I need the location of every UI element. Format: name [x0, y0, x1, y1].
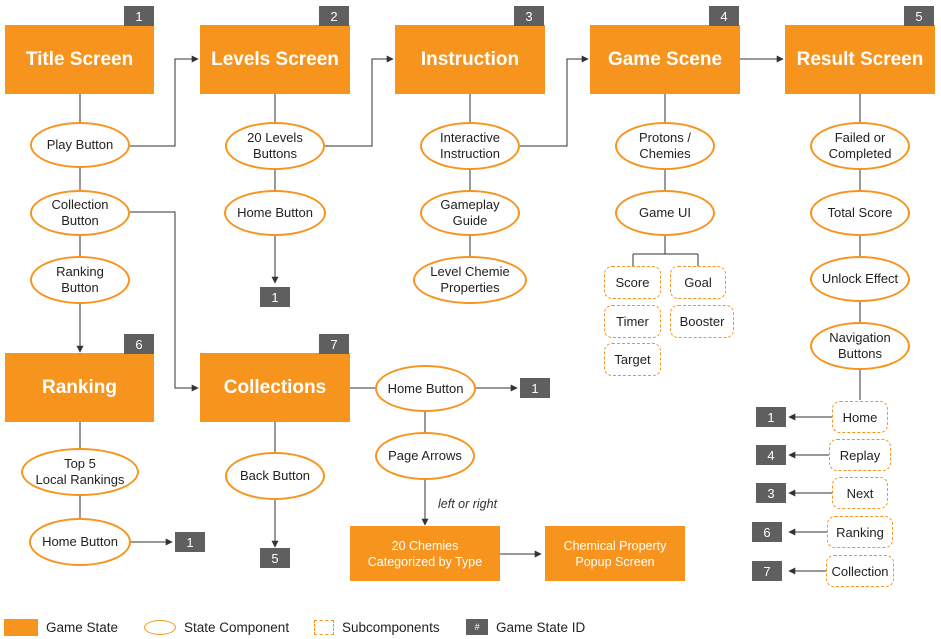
- state-id-badge: 2: [319, 6, 349, 26]
- legend-game-state: Game State: [4, 618, 118, 636]
- ref-state-id-badge: 5: [260, 548, 290, 568]
- legend-label: Subcomponents: [342, 619, 440, 635]
- ref-state-id-badge: 7: [752, 561, 782, 581]
- state-label: Title Screen: [25, 48, 134, 70]
- component-navigation-buttons: Navigation Buttons: [810, 322, 910, 370]
- component-total-score: Total Score: [810, 190, 910, 236]
- legend-swatch-game-state: [4, 618, 38, 636]
- state-label: Chemical Property Popup Screen: [563, 538, 667, 569]
- state-id-badge: 6: [124, 334, 154, 354]
- legend-subcomponents: Subcomponents: [314, 618, 440, 636]
- component-level-chemie-properties: Level Chemie Properties: [413, 256, 527, 304]
- state-title-screen: Title Screen: [5, 25, 154, 94]
- sub-nav-next: Next: [832, 477, 888, 509]
- ref-state-id-badge: 1: [756, 407, 786, 427]
- ref-state-id-badge: 1: [260, 287, 290, 307]
- component-home-button: Home Button: [224, 190, 326, 236]
- state-levels-screen: Levels Screen: [200, 25, 350, 94]
- component-unlock-effect: Unlock Effect: [810, 256, 910, 302]
- state-id-badge: 3: [514, 6, 544, 26]
- state-label: Result Screen: [796, 48, 924, 70]
- sub-score: Score: [604, 266, 661, 299]
- state-label: Collections: [223, 376, 327, 398]
- state-ranking: Ranking: [5, 353, 154, 422]
- state-20-chemies: 20 Chemies Categorized by Type: [350, 526, 500, 581]
- component-back-button: Back Button: [225, 452, 325, 500]
- legend-label: Game State ID: [496, 619, 586, 635]
- sub-nav-collection: Collection: [826, 555, 894, 587]
- component-play-button: Play Button: [30, 122, 130, 168]
- component-interactive-instruction: Interactive Instruction: [420, 122, 520, 170]
- ref-state-id-badge: 6: [752, 522, 782, 542]
- sub-goal: Goal: [670, 266, 726, 299]
- state-label: Ranking: [42, 376, 117, 398]
- sub-nav-replay: Replay: [829, 439, 891, 471]
- state-game-scene: Game Scene: [590, 25, 740, 94]
- component-failed-or-completed: Failed or Completed: [810, 122, 910, 170]
- sub-nav-ranking: Ranking: [827, 516, 893, 548]
- state-id-badge: 7: [319, 334, 349, 354]
- ref-state-id-badge: 4: [756, 445, 786, 465]
- state-id-badge: 5: [904, 6, 934, 26]
- ref-state-id-badge: 1: [175, 532, 205, 552]
- sub-booster: Booster: [670, 305, 734, 338]
- ref-state-id-badge: 3: [756, 483, 786, 503]
- ref-state-id-badge: 1: [520, 378, 550, 398]
- state-result-screen: Result Screen: [785, 25, 935, 94]
- component-gameplay-guide: Gameplay Guide: [420, 190, 520, 236]
- component-protons-chemies: Protons / Chemies: [615, 122, 715, 170]
- component-collection-button: Collection Button: [30, 190, 130, 236]
- state-collections: Collections: [200, 353, 350, 422]
- component-20-levels-buttons: 20 Levels Buttons: [225, 122, 325, 170]
- component-home-button: Home Button: [375, 365, 476, 412]
- edge-label: left or right: [438, 497, 498, 511]
- legend-label: Game State: [46, 619, 119, 635]
- state-chemical-property-popup: Chemical Property Popup Screen: [545, 526, 685, 581]
- sub-nav-home: Home: [832, 401, 888, 433]
- legend-swatch-game-state-id: #: [466, 619, 488, 635]
- component-game-ui: Game UI: [615, 190, 715, 236]
- legend-swatch-state-component: [144, 619, 176, 635]
- legend-game-state-id: # Game State ID: [466, 618, 585, 636]
- legend-label: State Component: [184, 619, 290, 635]
- state-label: Game Scene: [607, 48, 723, 70]
- state-id-badge: 4: [709, 6, 739, 26]
- sub-timer: Timer: [604, 305, 661, 338]
- state-label: Instruction: [420, 48, 520, 70]
- sub-target: Target: [604, 343, 661, 376]
- component-ranking-button: Ranking Button: [30, 256, 130, 304]
- state-label: Levels Screen: [211, 48, 339, 70]
- component-page-arrows: Page Arrows: [375, 432, 475, 480]
- state-label: 20 Chemies Categorized by Type: [367, 538, 483, 569]
- legend-state-component: State Component: [144, 618, 289, 636]
- state-id-badge: 1: [124, 6, 154, 26]
- state-instruction: Instruction: [395, 25, 545, 94]
- component-home-button: Home Button: [29, 518, 131, 566]
- component-top5-local-rankings: Top 5 Local Rankings: [21, 448, 139, 496]
- legend-swatch-subcomponents: [314, 619, 334, 635]
